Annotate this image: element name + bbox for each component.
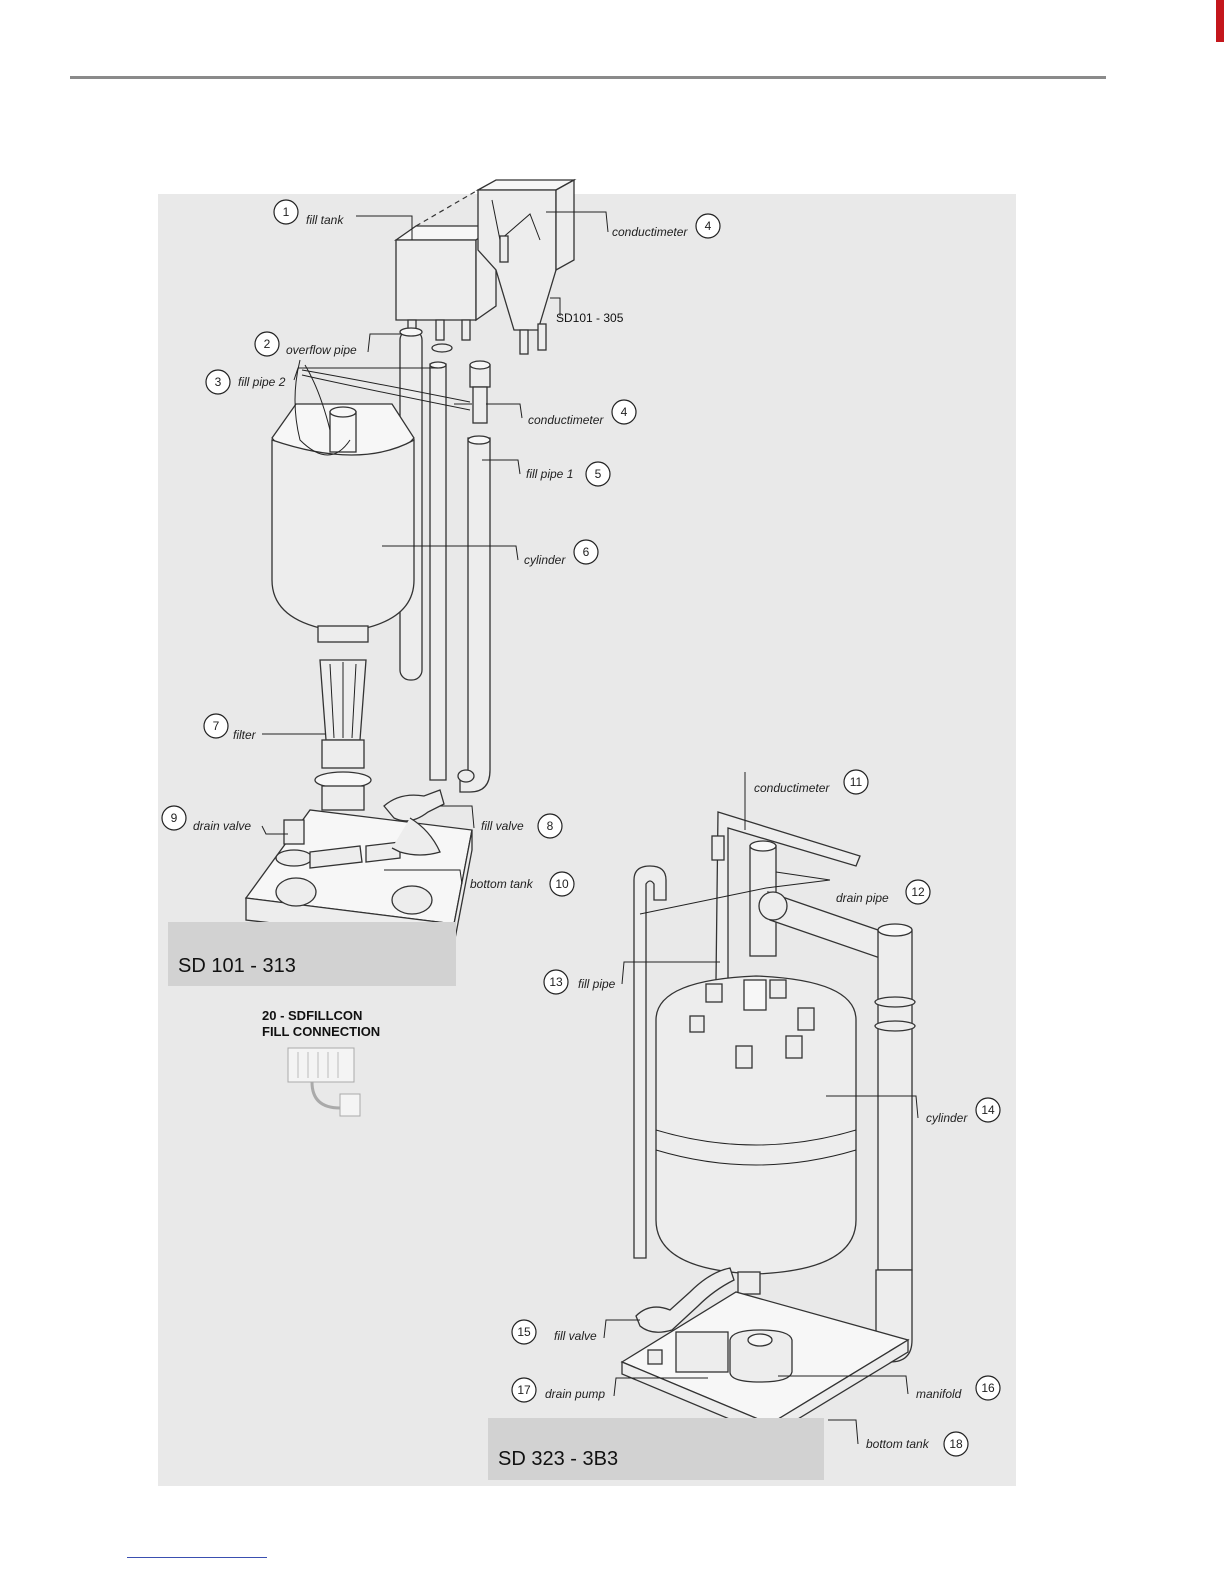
callout-label-drain-pipe: drain pipe xyxy=(836,891,889,905)
callout-num-16: 16 xyxy=(981,1381,995,1395)
header-rule xyxy=(70,76,1106,79)
callout-label-bottom-tank-b: bottom tank xyxy=(866,1437,930,1451)
callout-label-fill-tank: fill tank xyxy=(306,213,344,227)
callout-num-13: 13 xyxy=(549,975,563,989)
callout-circle-6 xyxy=(573,539,599,565)
callout-circle-7 xyxy=(203,713,229,739)
filter-part xyxy=(314,659,372,811)
callout-circle-16 xyxy=(975,1375,1001,1401)
accessory-line-2: FILL CONNECTION xyxy=(262,1024,380,1039)
diagram-b: SD 323 - 3B3 11 conductimeter 12 drain p… xyxy=(488,769,1001,1480)
cylinder-a-part xyxy=(271,359,415,643)
callout-label-conductimeter-inline: conductimeter xyxy=(528,413,604,427)
fill-valve-b-part xyxy=(635,1267,735,1333)
callout-circle-2 xyxy=(254,331,280,357)
footer-link-rule xyxy=(127,1557,267,1558)
drain-pump-part xyxy=(647,1331,729,1373)
model-label-box-a xyxy=(168,922,456,986)
callout-label-drain-valve: drain valve xyxy=(193,819,251,833)
callout-num-4b: 4 xyxy=(621,405,628,419)
accessory-line-1: 20 - SDFILLCON xyxy=(262,1008,362,1023)
callout-label-conductimeter-top: conductimeter xyxy=(612,225,688,239)
callout-num-3: 3 xyxy=(215,375,222,389)
conductimeter-variant-part xyxy=(475,178,577,355)
callout-label-fill-pipe-1: fill pipe 1 xyxy=(526,467,573,481)
callout-label-fill-valve-b: fill valve xyxy=(554,1329,597,1343)
inline-conductimeter-part xyxy=(431,343,491,424)
diagram-a: SD 101 - 313 SD101 - 305 1 fill tank 2 o… xyxy=(161,178,721,986)
model-label-b: SD 323 - 3B3 xyxy=(498,1448,618,1470)
callout-num-2: 2 xyxy=(264,337,271,351)
callout-num-1: 1 xyxy=(283,205,290,219)
callout-label-manifold: manifold xyxy=(916,1387,962,1401)
callout-circle-10 xyxy=(549,871,575,897)
callout-label-bottom-tank-a: bottom tank xyxy=(470,877,534,891)
callout-label-overflow-pipe: overflow pipe xyxy=(286,343,357,357)
callout-num-10: 10 xyxy=(555,877,569,891)
manifold-part xyxy=(729,1329,793,1383)
callout-num-7: 7 xyxy=(213,719,220,733)
callout-num-4a: 4 xyxy=(705,219,712,233)
callout-circle-14 xyxy=(975,1097,1001,1123)
callout-label-cylinder-b: cylinder xyxy=(926,1111,968,1125)
callout-circle-12 xyxy=(905,879,931,905)
variant-label: SD101 - 305 xyxy=(556,311,624,325)
callout-circle-17 xyxy=(511,1377,537,1403)
callout-num-9: 9 xyxy=(171,811,178,825)
callout-label-cylinder-a: cylinder xyxy=(524,553,566,567)
callout-label-filter: filter xyxy=(233,728,257,742)
callout-circle-13 xyxy=(543,969,569,995)
callout-circle-15 xyxy=(511,1319,537,1345)
fill-pipe-1-part xyxy=(459,437,491,793)
drain-valve-part xyxy=(275,819,401,869)
callout-num-12: 12 xyxy=(911,885,925,899)
model-label-box-b xyxy=(488,1418,824,1480)
callout-circle-9 xyxy=(161,805,187,831)
callout-label-conductimeter-b: conductimeter xyxy=(754,781,830,795)
callout-num-11: 11 xyxy=(850,775,863,789)
callout-label-drain-pump: drain pump xyxy=(545,1387,605,1401)
callout-num-15: 15 xyxy=(517,1325,531,1339)
callout-num-6: 6 xyxy=(583,545,590,559)
fill-pipe-2-column xyxy=(429,363,447,781)
callout-circle-4a xyxy=(695,213,721,239)
callout-label-fill-valve-a: fill valve xyxy=(481,819,524,833)
callout-num-5: 5 xyxy=(595,467,602,481)
callout-num-18: 18 xyxy=(949,1437,963,1451)
callout-circle-5 xyxy=(585,461,611,487)
fill-pipe-b-part xyxy=(633,865,667,1259)
callout-circle-3 xyxy=(205,369,231,395)
page-edge-tab xyxy=(1216,0,1224,42)
model-label-a: SD 101 - 313 xyxy=(178,955,296,977)
cylinder-b-part xyxy=(655,975,857,1295)
callout-circle-8 xyxy=(537,813,563,839)
callout-num-8: 8 xyxy=(547,819,554,833)
callout-circle-18 xyxy=(943,1431,969,1457)
fill-valve-a-part xyxy=(383,769,475,856)
callout-num-14: 14 xyxy=(981,1103,995,1117)
callout-label-fill-pipe-b: fill pipe xyxy=(578,977,616,991)
callout-num-17: 17 xyxy=(517,1383,531,1397)
callout-circle-11 xyxy=(843,769,869,795)
callout-label-fill-pipe-2: fill pipe 2 xyxy=(238,375,286,389)
accessory-fill-connection: 20 - SDFILLCON FILL CONNECTION xyxy=(262,1008,380,1117)
callout-circle-1 xyxy=(273,199,299,225)
callout-circle-4b xyxy=(611,399,637,425)
